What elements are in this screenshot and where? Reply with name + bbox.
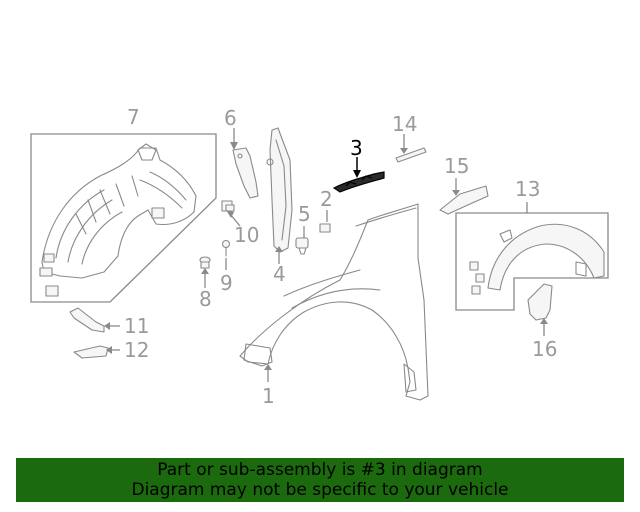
- info-banner: Part or sub-assembly is #3 in diagram Di…: [16, 458, 624, 502]
- part-4-bracket[interactable]: [266, 127, 293, 253]
- banner-line-2: Diagram may not be specific to your vehi…: [131, 480, 509, 500]
- callout-6: 6: [224, 106, 237, 130]
- part-5-grommet[interactable]: [295, 237, 309, 255]
- callout-9: 9: [220, 271, 233, 295]
- part-10-clip[interactable]: [221, 200, 235, 212]
- callout-11: 11: [124, 314, 149, 338]
- callout-5: 5: [298, 202, 311, 226]
- callout-7: 7: [127, 105, 140, 129]
- part-15-garnish[interactable]: [439, 185, 489, 215]
- part-12-bracket[interactable]: [73, 345, 109, 359]
- callout-13: 13: [515, 177, 540, 201]
- banner-line-1: Part or sub-assembly is #3 in diagram: [157, 460, 483, 480]
- part-11-bracket[interactable]: [69, 307, 105, 333]
- callout-14: 14: [392, 112, 417, 136]
- callout-10: 10: [234, 223, 259, 247]
- callout-8: 8: [199, 287, 212, 311]
- callout-4: 4: [273, 262, 286, 286]
- part-8-nut[interactable]: [199, 256, 211, 269]
- part-7-fender-liner[interactable]: [30, 133, 217, 303]
- part-16-mudflap[interactable]: [527, 283, 553, 321]
- part-9-screw[interactable]: [221, 239, 231, 257]
- part-14-molding[interactable]: [395, 147, 427, 163]
- callout-3: 3: [350, 136, 363, 160]
- callout-15: 15: [444, 154, 469, 178]
- callout-1: 1: [262, 384, 275, 408]
- part-1-fender[interactable]: [239, 203, 429, 401]
- part-3-seal[interactable]: [332, 171, 385, 193]
- part-13-arch-molding[interactable]: [455, 212, 609, 311]
- callout-16: 16: [532, 337, 557, 361]
- part-6-shield[interactable]: [232, 147, 259, 199]
- callout-2: 2: [320, 187, 333, 211]
- part-2-clip[interactable]: [319, 223, 331, 233]
- callout-12: 12: [124, 338, 149, 362]
